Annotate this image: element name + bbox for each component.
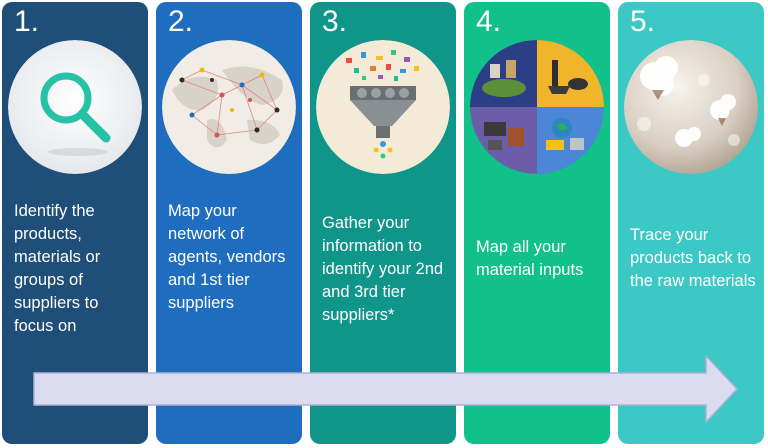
- step-description: Map your network of agents, vendors and …: [168, 200, 294, 315]
- network-map-icon: [162, 40, 296, 174]
- step-description: Trace your products back to the raw mate…: [630, 224, 756, 293]
- step-number: 1.: [14, 4, 39, 40]
- step-card-3: 3.: [310, 2, 456, 444]
- step-number: 3.: [322, 4, 347, 40]
- step-number: 5.: [630, 4, 655, 40]
- step-description: Gather your information to identify your…: [322, 212, 448, 327]
- step-number: 2.: [168, 4, 193, 40]
- material-inputs-icon: [470, 40, 604, 174]
- step-card-1: 1. Identify the products, materials or g…: [2, 2, 148, 444]
- magnifier-icon: [8, 40, 142, 174]
- step-card-4: 4.: [464, 2, 610, 444]
- data-funnel-icon: [316, 40, 450, 174]
- step-description: Map all your material inputs: [476, 236, 602, 282]
- cotton-plant-icon: [624, 40, 758, 174]
- step-card-5: 5.: [618, 2, 764, 444]
- step-description: Identify the products, materials or grou…: [14, 200, 140, 338]
- step-number: 4.: [476, 4, 501, 40]
- step-card-2: 2.: [156, 2, 302, 444]
